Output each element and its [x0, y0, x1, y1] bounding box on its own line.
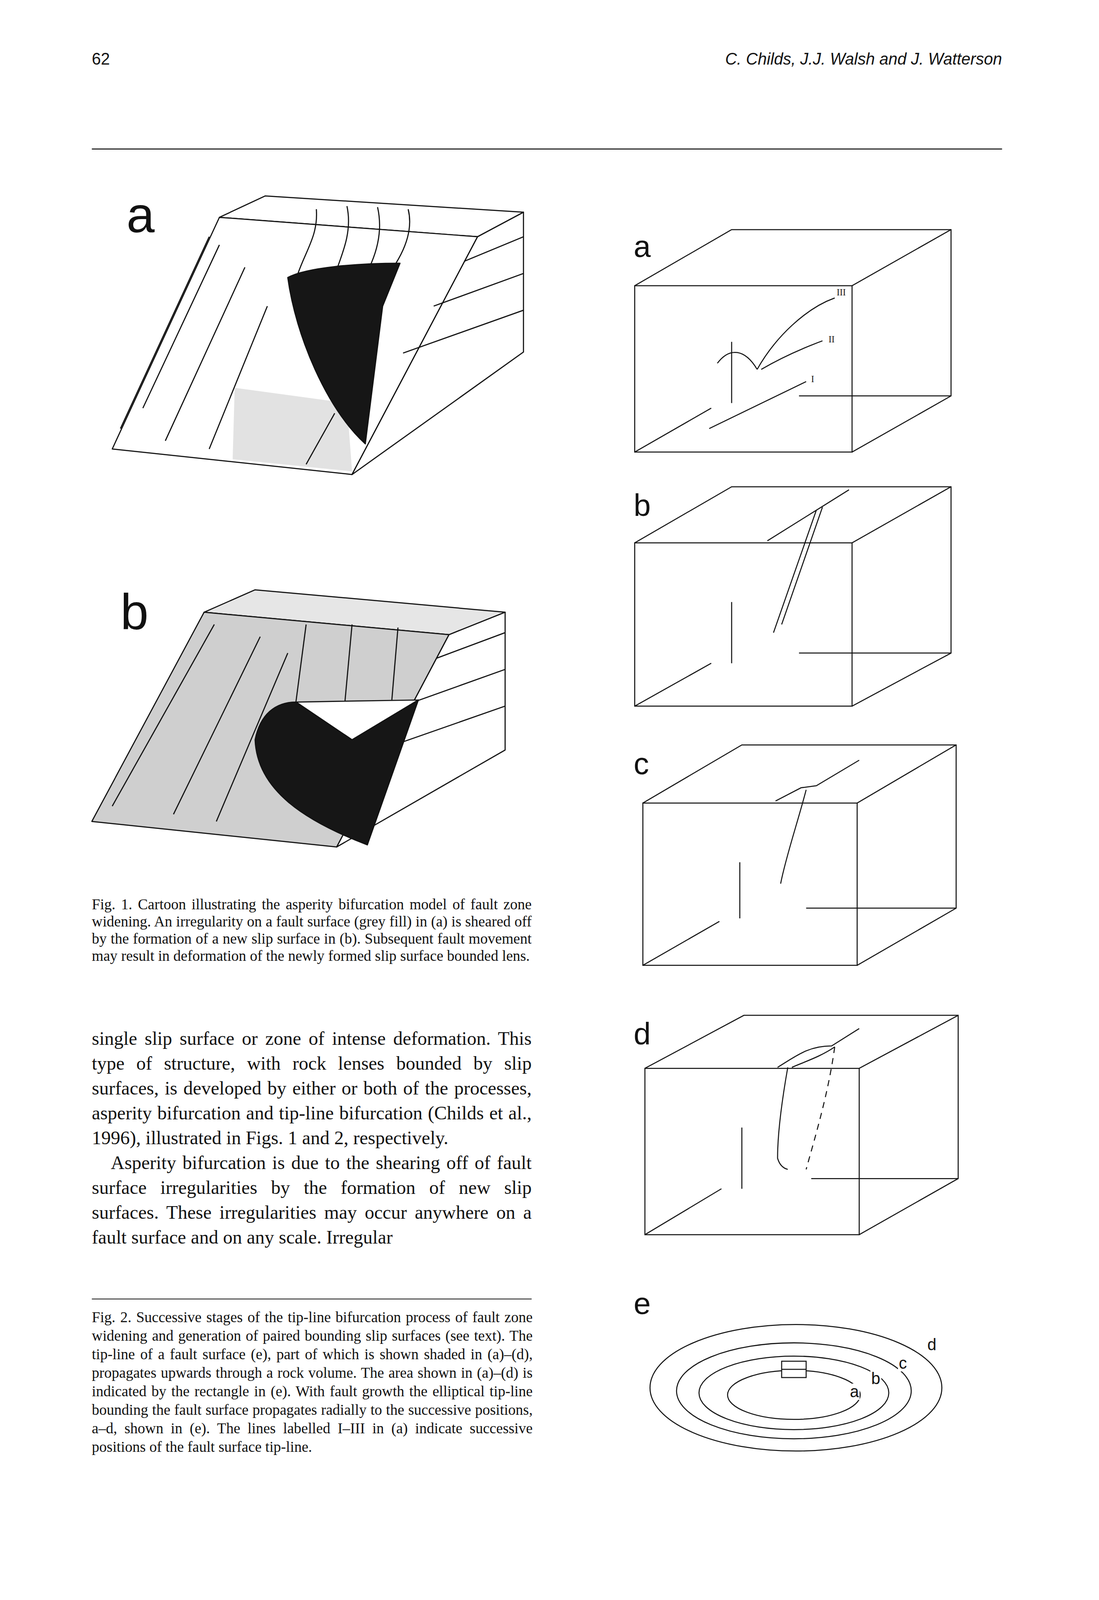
body-text-column: single slip surface or zone of intense d…	[91, 1026, 532, 1250]
block-diagram-1a	[112, 196, 524, 475]
layer-lines	[120, 205, 524, 465]
figure-caption: Fig. 1. Cartoon illustrating the asperit…	[91, 895, 532, 965]
figure-caption: Fig. 2. Successive stages of the tip-lin…	[91, 1308, 533, 1457]
panel-letter: d	[633, 1018, 651, 1049]
cube-2a	[634, 229, 951, 452]
tip-line-number: I	[811, 374, 815, 384]
ellipse-label: b	[870, 1370, 882, 1387]
tip-line-number: II	[828, 334, 835, 344]
cube-2d	[645, 1015, 959, 1235]
tip-line-ellipses	[650, 1324, 942, 1451]
block-diagram-1b	[91, 589, 506, 847]
asperity	[287, 263, 400, 445]
footnote-rule	[91, 1298, 532, 1300]
tip-line-number: III	[836, 287, 846, 297]
body-paragraph: single slip surface or zone of intense d…	[91, 1026, 532, 1151]
running-head: C. Childs, J.J. Walsh and J. Watterson	[724, 51, 1002, 68]
panel-letter: b	[120, 586, 149, 638]
page-number: 62	[91, 51, 110, 68]
ellipse-label: a	[848, 1383, 860, 1400]
panel-letter: b	[633, 489, 651, 521]
header-rule	[91, 148, 1002, 150]
panel-letter: e	[633, 1287, 651, 1319]
cube-2c	[642, 744, 957, 966]
body-paragraph: Asperity bifurcation is due to the shear…	[91, 1150, 532, 1250]
panel-letter: a	[633, 230, 651, 262]
ellipse-label: d	[926, 1336, 938, 1353]
panel-letter: c	[633, 748, 650, 779]
panel-letter: a	[126, 189, 155, 241]
cube-2b	[634, 486, 951, 707]
ellipse-label: c	[897, 1355, 908, 1372]
asperity	[255, 700, 419, 846]
